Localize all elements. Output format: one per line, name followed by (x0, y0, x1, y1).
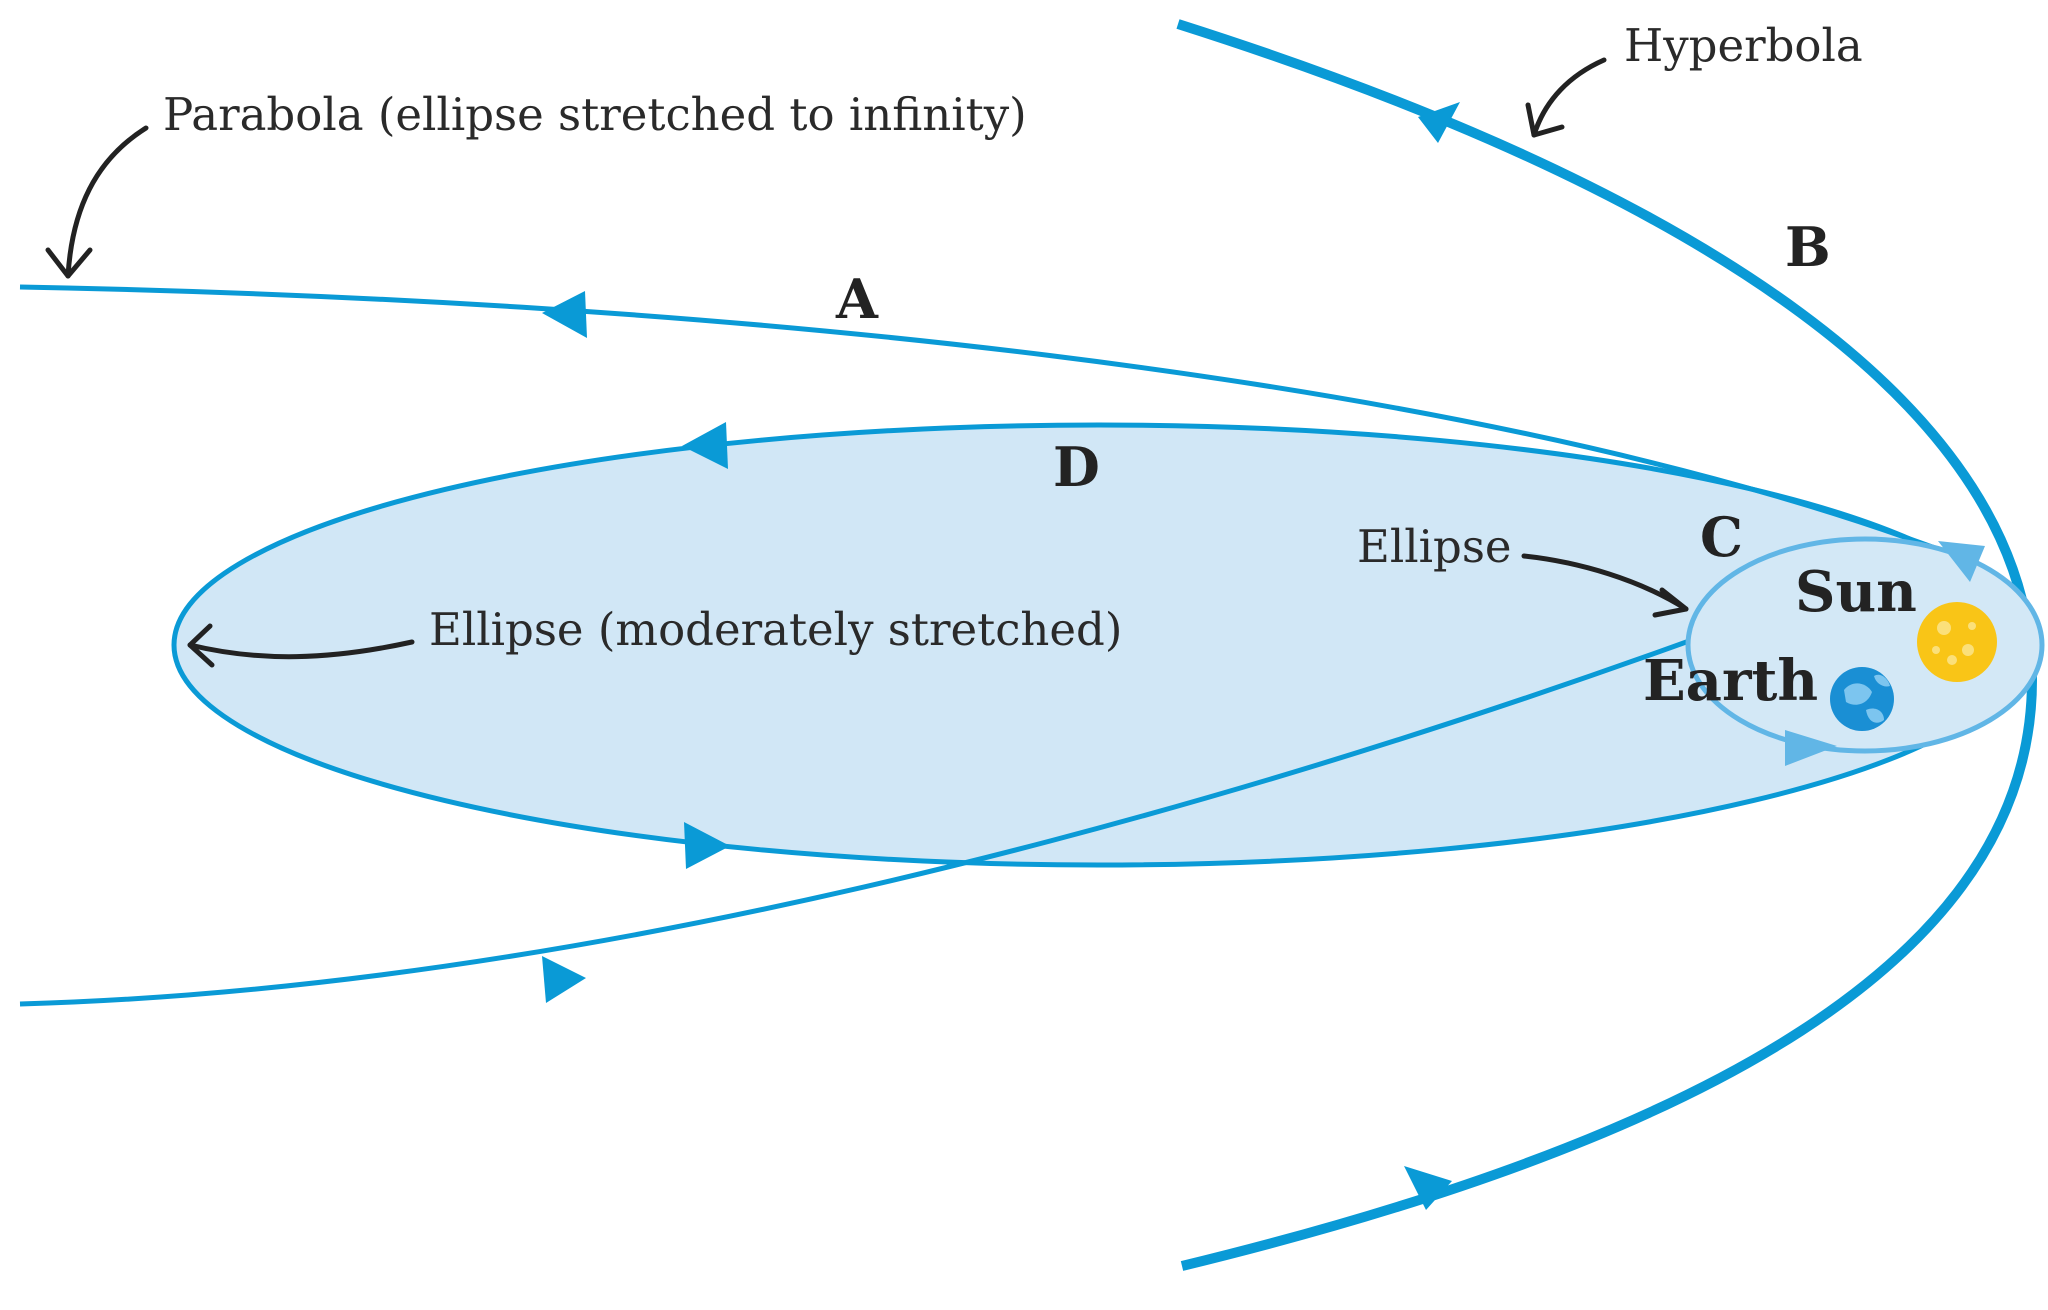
direction-arrow-b-top (1418, 102, 1460, 143)
direction-arrow-a-bottom (542, 956, 586, 1003)
label-ellipse: Ellipse (1357, 520, 1512, 573)
ellipse-orbit-c (1685, 536, 2045, 754)
sun-icon (1917, 602, 1997, 682)
label-orbit-c: C (1700, 505, 1743, 569)
label-orbit-a: A (835, 267, 879, 331)
direction-arrow-c-top (1938, 541, 1985, 582)
label-ellipse-moderate: Ellipse (moderately stretched) (429, 603, 1122, 656)
direction-arrow-b-bottom (1404, 1166, 1452, 1210)
label-hyperbola: Hyperbola (1624, 19, 1863, 72)
pointer-arrow-ellipse (1521, 553, 1689, 612)
label-parabola: Parabola (ellipse stretched to infinity) (163, 88, 1027, 141)
direction-arrow-d-bottom (684, 822, 730, 869)
pointer-arrow-parabola (65, 125, 149, 279)
pointer-arrow-ellipse-moderate (187, 639, 415, 660)
direction-arrow-a-top (542, 291, 587, 338)
pointer-arrowhead-hyperbola (1525, 102, 1565, 138)
label-orbit-b: B (1785, 215, 1831, 279)
pointer-arrow-hyperbola (1531, 57, 1607, 138)
label-earth: Earth (1643, 648, 1818, 714)
earth-globe-icon (1830, 667, 1894, 731)
label-sun: Sun (1795, 559, 1917, 625)
direction-arrow-d-top (682, 422, 728, 469)
label-orbit-d: D (1053, 435, 1100, 499)
pointer-arrowhead-ellipse (1652, 587, 1689, 618)
pointer-arrowhead-ellipse-moderate (187, 623, 215, 668)
pointer-arrowhead-parabola (45, 247, 93, 279)
direction-arrow-c-bottom (1785, 730, 1837, 766)
